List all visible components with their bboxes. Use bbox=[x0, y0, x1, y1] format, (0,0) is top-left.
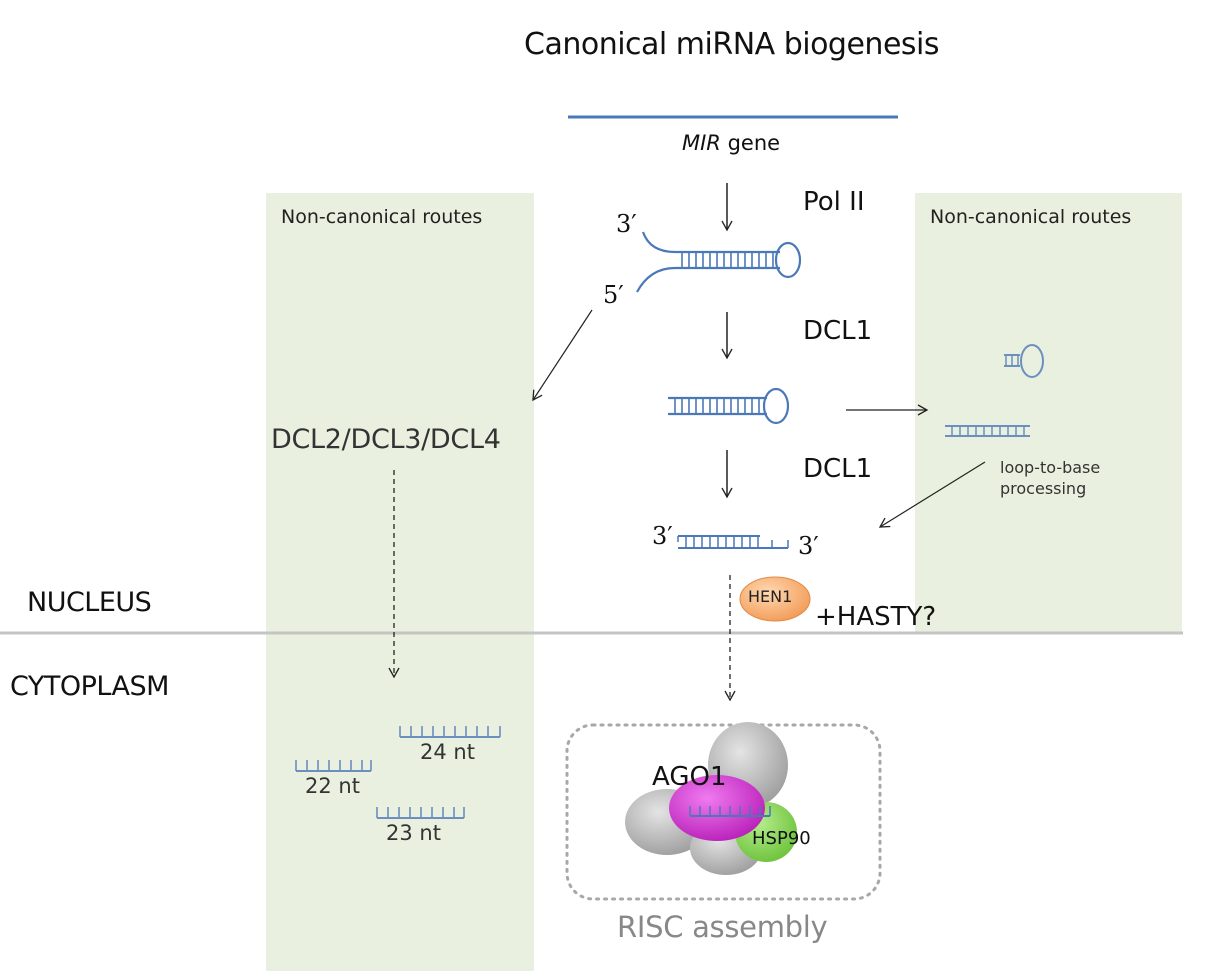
duplex-3prime-right-label: 3′ bbox=[798, 532, 819, 560]
ago1-label: AGO1 bbox=[652, 762, 727, 792]
hen1-label: HEN1 bbox=[748, 587, 793, 606]
pre-mirna-hairpin bbox=[668, 387, 790, 425]
dcl1-label-first: DCL1 bbox=[803, 316, 873, 346]
dcl1-label-second: DCL1 bbox=[803, 454, 873, 484]
loop-to-base-return-arrow bbox=[878, 461, 986, 528]
duplex-3prime-left-label: 3′ bbox=[652, 522, 673, 550]
risc-complex bbox=[625, 722, 797, 875]
small-rna-24nt-label: 24 nt bbox=[420, 740, 475, 764]
mirna-duplex bbox=[677, 535, 789, 549]
mir-gene-label: MIR gene bbox=[682, 133, 780, 154]
mir-gene-suffix: gene bbox=[720, 131, 781, 155]
pol2-label: Pol II bbox=[803, 187, 865, 217]
noncanonical-panel-right bbox=[915, 193, 1182, 633]
pri-mirna-3prime-label: 3′ bbox=[616, 210, 637, 238]
small-rna-23nt-label: 23 nt bbox=[386, 821, 441, 845]
small-rna-22nt bbox=[295, 760, 372, 772]
risc-assembly-box bbox=[565, 723, 882, 901]
diagram-title: Canonical miRNA biogenesis bbox=[524, 27, 940, 62]
noncanonical-right-label: Non-canonical routes bbox=[930, 206, 1132, 228]
hen1-protein bbox=[739, 576, 811, 622]
pri-mirna-hairpin bbox=[636, 231, 802, 293]
pri-mirna-5prime-label: 5′ bbox=[603, 281, 624, 309]
hsp90-label: HSP90 bbox=[752, 828, 811, 849]
noncanonical-left-label: Non-canonical routes bbox=[281, 206, 483, 228]
cytoplasm-label: CYTOPLASM bbox=[10, 671, 169, 702]
loop-fragment bbox=[1004, 344, 1044, 378]
noncanonical-panel-left bbox=[266, 193, 534, 971]
hasty-label: +HASTY? bbox=[815, 602, 937, 632]
loop-to-base-label: loop-to-base processing bbox=[1000, 458, 1101, 498]
small-rna-23nt bbox=[376, 807, 465, 819]
noncanonical-left-arrow bbox=[532, 309, 593, 402]
mir-gene-italic: MIR bbox=[682, 131, 721, 155]
stem-fragment bbox=[945, 425, 1030, 437]
nucleus-label: NUCLEUS bbox=[27, 587, 152, 618]
risc-assembly-label: RISC assembly bbox=[617, 910, 828, 944]
dcl234-label: DCL2/DCL3/DCL4 bbox=[271, 424, 501, 455]
small-rna-22nt-label: 22 nt bbox=[305, 774, 360, 798]
small-rna-24nt bbox=[399, 726, 501, 738]
